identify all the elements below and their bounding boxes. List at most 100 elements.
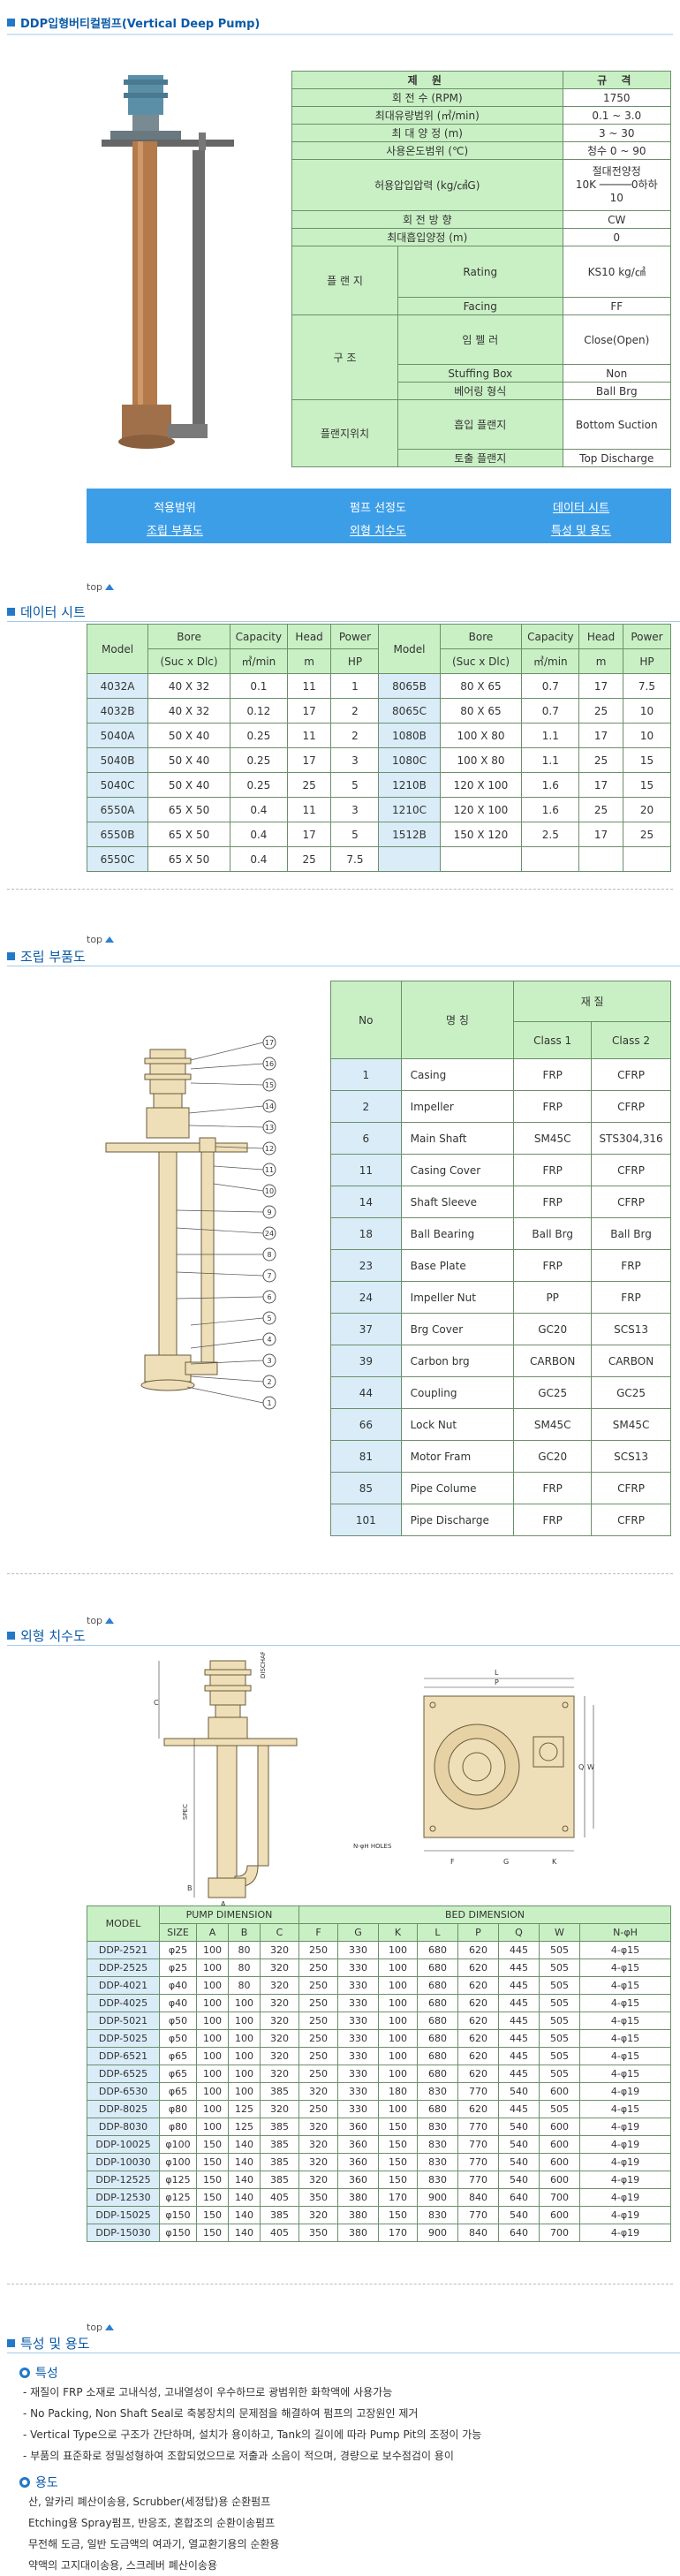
bullet-square-icon	[7, 1632, 15, 1640]
dimension-cell: 380	[337, 2206, 379, 2224]
dashed-divider	[7, 889, 673, 890]
dimension-cell: 4-φ15	[579, 2012, 671, 2030]
feature-item: - No Packing, Non Shaft Seal로 축봉장치의 문제점을…	[23, 2407, 419, 2420]
dim-f-label: F	[450, 1858, 455, 1866]
dimension-cell: φ80	[159, 2118, 197, 2136]
dimension-cell: 330	[337, 1941, 379, 1959]
col-bore: Bore	[439, 624, 523, 649]
col-c: C	[260, 1923, 299, 1942]
part-name-cell: Pipe Discharge	[400, 1504, 515, 1536]
dimension-cell: φ25	[159, 1959, 197, 1977]
callout-circle	[262, 1120, 276, 1134]
top-link[interactable]: top	[87, 1615, 115, 1626]
head-cell: 25	[286, 846, 332, 872]
dimension-cell: 600	[539, 2153, 580, 2171]
dimension-cell: 100	[196, 2047, 229, 2065]
dimension-cell: 620	[457, 2100, 499, 2118]
flange-label: 플 랜 지	[291, 246, 398, 315]
dimension-cell: 100	[228, 2047, 261, 2065]
part-class1-cell: SM45C	[513, 1122, 593, 1155]
dimension-cell: 4-φ15	[579, 2100, 671, 2118]
callout-circle	[262, 1057, 276, 1071]
empty-cell	[378, 846, 441, 872]
dimension-cell: 100	[228, 2029, 261, 2048]
part-class1-cell: PP	[513, 1281, 593, 1314]
head-cell: 11	[286, 673, 332, 699]
page-header: DDP입형버티컬펌프(Vertical Deep Pump)	[7, 14, 260, 31]
col-k: K	[378, 1923, 418, 1942]
part-name-cell: Impeller	[400, 1090, 515, 1123]
dimension-cell: 100	[196, 2012, 229, 2030]
dimension-cell: 100	[228, 2065, 261, 2083]
dimension-cell: 320	[260, 2012, 299, 2030]
top-link[interactable]: top	[87, 581, 115, 593]
capacity-cell: 1.6	[521, 772, 580, 798]
dimension-cell: 100	[228, 1994, 261, 2012]
bore-cell: 150 X 120	[439, 822, 523, 847]
part-class2-cell: CFRP	[591, 1186, 671, 1218]
nav-selection-link[interactable]: 펌프 선정도	[350, 502, 406, 515]
part-name-cell: Pipe Colume	[400, 1472, 515, 1504]
model-cell: DDP-4025	[87, 1994, 160, 2012]
nav-parts-link[interactable]: 조립 부품도	[147, 525, 203, 538]
dimension-cell: 405	[260, 2224, 299, 2242]
dimension-cell: 100	[378, 1959, 418, 1977]
dimension-cell: 250	[298, 2047, 338, 2065]
dimension-cell: 360	[337, 2171, 379, 2189]
model-cell: DDP-15025	[87, 2206, 160, 2224]
nav-datasheet-link[interactable]: 데이터 시트	[553, 502, 609, 515]
dimension-cell: 320	[260, 2065, 299, 2083]
dimension-cell: 505	[539, 1976, 580, 1995]
bore-cell: 40 X 32	[147, 698, 230, 724]
dimension-cell: 4-φ15	[579, 2029, 671, 2048]
model-cell: 1210C	[378, 797, 441, 822]
dimension-cell: 830	[417, 2135, 458, 2154]
dim-a-label: A	[221, 1900, 226, 1908]
bed-dimension-header: BED DIMENSION	[298, 1905, 671, 1924]
nav-scope-link[interactable]: 적용범위	[154, 502, 196, 515]
dimension-cell: 100	[196, 2082, 229, 2101]
part-class2-cell: CFRP	[591, 1504, 671, 1536]
dimension-cell: 830	[417, 2153, 458, 2171]
spec-value: Close(Open)	[562, 314, 671, 365]
usage-subheading: 용도	[19, 2474, 58, 2491]
dimension-cell: 385	[260, 2118, 299, 2136]
spec-label: 최대유량범위 (㎥/min)	[291, 106, 563, 125]
callout-circle	[262, 1290, 276, 1304]
model-cell: 1210B	[378, 772, 441, 798]
top-link[interactable]: top	[87, 934, 115, 945]
feature-heading-text: 특성	[35, 2367, 58, 2381]
dimension-cell: 445	[498, 1994, 540, 2012]
callout-number: 17	[265, 1039, 274, 1047]
part-no-cell: 18	[330, 1217, 402, 1250]
dimension-cell: 125	[228, 2100, 261, 2118]
dimension-cell: 640	[498, 2224, 540, 2242]
dimension-cell: 140	[228, 2135, 261, 2154]
dimension-cell: 80	[228, 1941, 261, 1959]
bed-plan-drawing: L P F G K Q W N-φH HOLES	[353, 1669, 594, 1866]
power-cell: 20	[622, 797, 672, 822]
nav-dimensions-link[interactable]: 외형 치수도	[350, 525, 406, 538]
part-name-cell: Base Plate	[400, 1249, 515, 1282]
dimension-cell: φ125	[159, 2188, 197, 2207]
nav-features-link[interactable]: 특성 및 용도	[550, 525, 612, 538]
dimension-cell: 680	[417, 1976, 458, 1995]
dimension-cell: 360	[337, 2153, 379, 2171]
dim-w-label: W	[587, 1763, 594, 1771]
empty-cell	[622, 846, 672, 872]
top-link[interactable]: top	[87, 2322, 115, 2333]
callout-circle	[262, 1035, 276, 1049]
part-class2-cell: CFRP	[591, 1154, 671, 1186]
power-cell: 3	[330, 747, 380, 773]
dimension-cell: 445	[498, 2012, 540, 2030]
model-cell: 5040C	[86, 772, 149, 798]
usage-list: 산, 알카리 폐산이송용, Scrubber(세정탑)용 순환펌프 Etchin…	[28, 2491, 664, 2576]
spec-label: 흡입 플랜지	[397, 399, 563, 450]
dimension-cell: 620	[457, 2047, 499, 2065]
model-cell: DDP-4021	[87, 1976, 160, 1995]
